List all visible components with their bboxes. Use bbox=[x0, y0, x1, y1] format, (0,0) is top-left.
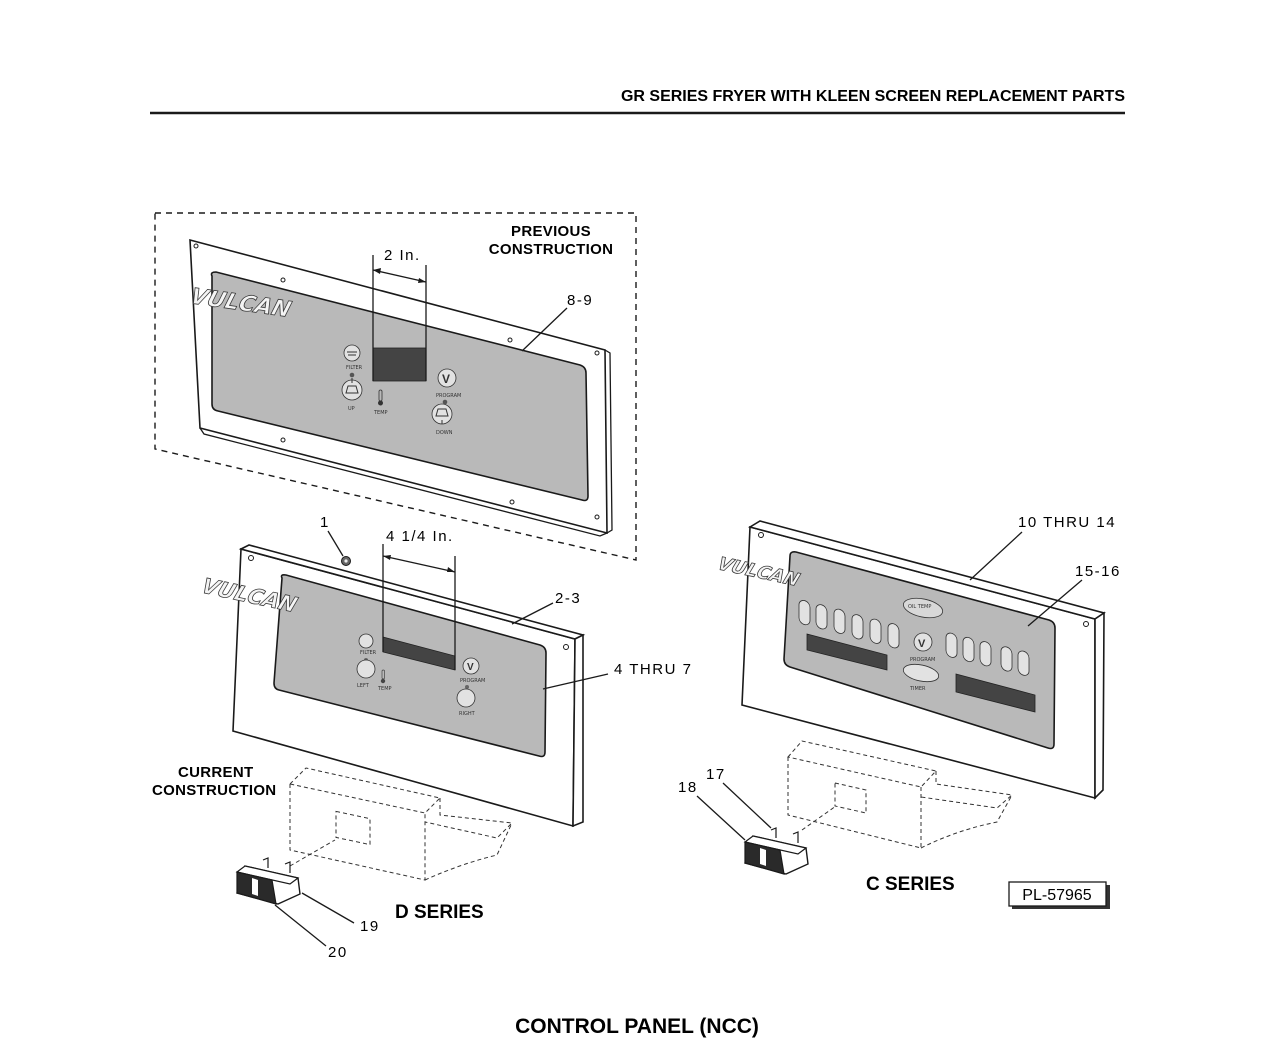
previous-up-label: UP bbox=[348, 406, 355, 412]
filter-icon bbox=[343, 344, 361, 362]
page-header-title: GR SERIES FRYER WITH KLEEN SCREEN REPLAC… bbox=[621, 88, 1125, 105]
part-reference-box: PL-57965 bbox=[1008, 881, 1110, 909]
program-v-icon-c: V bbox=[913, 632, 933, 652]
callout-18: 18 bbox=[678, 779, 698, 796]
d-series-chassis-outline bbox=[288, 767, 514, 881]
leader-2-3 bbox=[511, 602, 554, 625]
d-temp-label: TEMP bbox=[377, 686, 392, 692]
dimension-2in-label: 2 In. bbox=[384, 247, 421, 264]
leader-1 bbox=[327, 530, 344, 557]
callout-2-3: 2-3 bbox=[555, 590, 581, 607]
basket-up-icon bbox=[341, 378, 363, 401]
c-oil-temp-label: OIL TEMP bbox=[908, 604, 931, 610]
d-series-label: D SERIES bbox=[395, 902, 484, 923]
leader-4-thru-7 bbox=[542, 673, 609, 690]
current-construction-group: VULCAN FILTER LEFT TEMP V PROGRAM RIGHT bbox=[152, 514, 692, 961]
leader-15-16 bbox=[1027, 579, 1083, 627]
c-series-right-keypad bbox=[945, 632, 1030, 676]
c-series-right-display bbox=[955, 673, 1036, 713]
dimension-4-1-4in: 4 1/4 In. bbox=[382, 528, 456, 670]
leader-20 bbox=[274, 904, 327, 947]
previous-temp-label: TEMP bbox=[373, 410, 388, 416]
leader-17 bbox=[722, 782, 772, 829]
previous-program-label: PROGRAM bbox=[436, 393, 461, 399]
d-program-label: PROGRAM bbox=[460, 678, 485, 684]
leader-8-9 bbox=[521, 307, 568, 352]
rocker-switch-icon-c bbox=[743, 827, 809, 875]
callout-17: 17 bbox=[706, 766, 726, 783]
d-program-button bbox=[462, 657, 480, 675]
svg-text:V: V bbox=[467, 662, 474, 673]
program-v-icon: V bbox=[437, 368, 457, 388]
previous-overlay: VULCAN FILTER UP TEMP V PROGRAM bbox=[187, 271, 589, 502]
previous-construction-boundary bbox=[154, 212, 637, 561]
c-series-left-keypad bbox=[798, 600, 900, 649]
previous-down-label: DOWN bbox=[436, 430, 453, 436]
c-series-label: C SERIES bbox=[866, 874, 955, 895]
thermometer-icon bbox=[378, 389, 383, 406]
current-construction-label-2: CONSTRUCTION bbox=[152, 782, 276, 799]
c-timer-label: TIMER bbox=[909, 686, 926, 692]
previous-display-window bbox=[372, 347, 427, 382]
callout-4-thru-7: 4 THRU 7 bbox=[614, 661, 692, 678]
callout-8-9: 8-9 bbox=[567, 292, 593, 309]
callout-1: 1 bbox=[320, 514, 330, 531]
d-filter-button bbox=[358, 633, 374, 649]
callout-15-16: 15-16 bbox=[1075, 563, 1121, 580]
diagram-title: CONTROL PANEL (NCC) bbox=[515, 1015, 759, 1038]
previous-construction-label-1: PREVIOUS bbox=[511, 223, 591, 240]
previous-filter-label: FILTER bbox=[346, 365, 363, 371]
d-series-overlay: VULCAN FILTER LEFT TEMP V PROGRAM RIGHT bbox=[198, 573, 547, 758]
callout-10-thru-14: 10 THRU 14 bbox=[1018, 514, 1116, 531]
c-series-group: VULCAN OIL TEMP V PROGRAM bbox=[678, 514, 1121, 895]
c-series-chassis-outline bbox=[787, 740, 1014, 849]
d-right-label: RIGHT bbox=[459, 711, 476, 717]
c-series-timer: TIMER bbox=[902, 663, 940, 692]
basket-down-icon bbox=[431, 403, 453, 425]
c-series-oil-temp: OIL TEMP bbox=[902, 597, 944, 619]
leader-19 bbox=[301, 892, 355, 924]
svg-text:V: V bbox=[918, 638, 926, 650]
d-left-button bbox=[356, 659, 376, 679]
current-construction-label-1: CURRENT bbox=[178, 764, 253, 781]
c-series-overlay: VULCAN OIL TEMP V PROGRAM bbox=[714, 551, 1056, 750]
c-series-left-display bbox=[806, 633, 888, 671]
previous-construction-label-2: CONSTRUCTION bbox=[489, 241, 613, 258]
callout-19: 19 bbox=[360, 918, 380, 935]
svg-text:V: V bbox=[442, 372, 450, 386]
dimension-2in: 2 In. bbox=[372, 247, 427, 381]
c-program-label: PROGRAM bbox=[910, 657, 935, 663]
nut-part bbox=[341, 556, 351, 566]
d-left-label: LEFT bbox=[357, 683, 370, 689]
thermometer-icon-d bbox=[380, 669, 386, 684]
rocker-switch-icon bbox=[235, 857, 301, 905]
leader-10-thru-14 bbox=[969, 531, 1023, 581]
previous-construction-group: VULCAN FILTER UP TEMP V PROGRAM bbox=[154, 212, 637, 561]
d-right-button bbox=[456, 688, 476, 708]
leader-18 bbox=[696, 795, 746, 841]
callout-20: 20 bbox=[328, 944, 348, 961]
d-filter-label: FILTER bbox=[360, 650, 377, 656]
part-reference-number: PL-57965 bbox=[1022, 887, 1091, 904]
dimension-4-1-4in-label: 4 1/4 In. bbox=[386, 528, 454, 545]
